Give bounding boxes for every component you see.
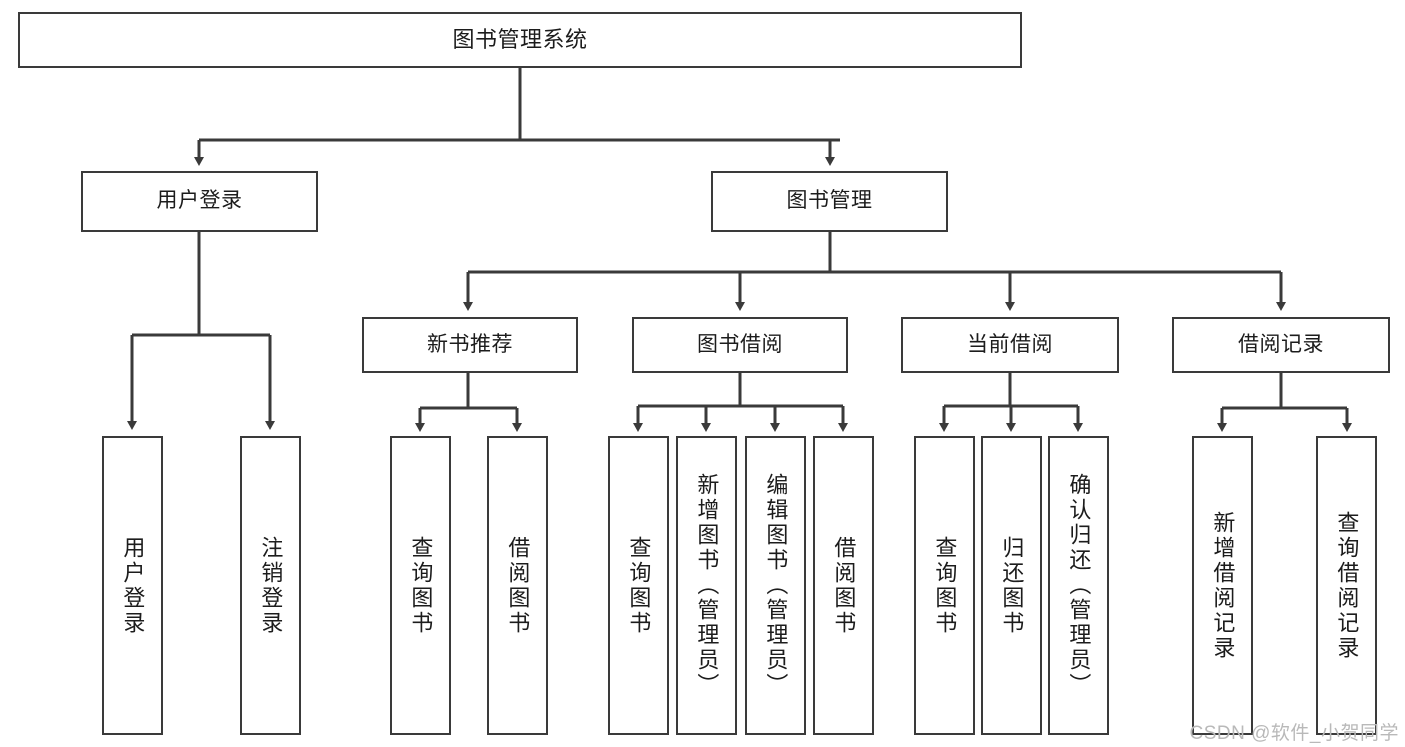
node-root-label: 图书管理系统 bbox=[452, 27, 588, 53]
node-root[interactable]: 图书管理系统 bbox=[18, 12, 1022, 68]
leaf-query-book-3-label: 查询图书 bbox=[932, 535, 958, 636]
leaf-borrow-book-2-label: 借阅图书 bbox=[831, 535, 857, 636]
leaf-query-record[interactable]: 查询借阅记录 bbox=[1316, 436, 1377, 735]
leaf-query-record-label: 查询借阅记录 bbox=[1334, 510, 1360, 661]
leaf-logout-login[interactable]: 注销登录 bbox=[240, 436, 301, 735]
leaf-add-record[interactable]: 新增借阅记录 bbox=[1192, 436, 1253, 735]
csdn-watermark: CSDN @软件_小贺同学 bbox=[1189, 723, 1399, 744]
leaf-borrow-book-2[interactable]: 借阅图书 bbox=[813, 436, 874, 735]
leaf-logout-login-label: 注销登录 bbox=[258, 535, 284, 636]
leaf-query-book-2[interactable]: 查询图书 bbox=[608, 436, 669, 735]
node-user-login-label: 用户登录 bbox=[156, 189, 243, 213]
node-book-manage[interactable]: 图书管理 bbox=[711, 171, 948, 232]
leaf-add-book[interactable]: 新增图书（管理员） bbox=[676, 436, 737, 735]
leaf-return-book[interactable]: 归还图书 bbox=[981, 436, 1042, 735]
node-book-borrow-label: 图书借阅 bbox=[697, 332, 783, 356]
leaf-confirm-return-label: 确认归还（管理员） bbox=[1066, 473, 1092, 698]
node-user-login[interactable]: 用户登录 bbox=[81, 171, 318, 232]
leaf-query-book-1[interactable]: 查询图书 bbox=[390, 436, 451, 735]
leaf-user-login[interactable]: 用户登录 bbox=[102, 436, 163, 735]
leaf-edit-book[interactable]: 编辑图书（管理员） bbox=[745, 436, 806, 735]
leaf-confirm-return[interactable]: 确认归还（管理员） bbox=[1048, 436, 1109, 735]
node-new-book-recommend[interactable]: 新书推荐 bbox=[362, 317, 578, 373]
node-new-book-recommend-label: 新书推荐 bbox=[427, 332, 513, 356]
leaf-query-book-2-label: 查询图书 bbox=[626, 535, 652, 636]
node-current-borrow[interactable]: 当前借阅 bbox=[901, 317, 1119, 373]
leaf-query-book-3[interactable]: 查询图书 bbox=[914, 436, 975, 735]
leaf-user-login-label: 用户登录 bbox=[120, 535, 146, 636]
leaf-borrow-book-1-label: 借阅图书 bbox=[505, 535, 531, 636]
node-book-borrow[interactable]: 图书借阅 bbox=[632, 317, 848, 373]
node-borrow-record[interactable]: 借阅记录 bbox=[1172, 317, 1390, 373]
leaf-borrow-book-1[interactable]: 借阅图书 bbox=[487, 436, 548, 735]
node-borrow-record-label: 借阅记录 bbox=[1238, 332, 1324, 356]
leaf-add-record-label: 新增借阅记录 bbox=[1210, 510, 1236, 661]
leaf-query-book-1-label: 查询图书 bbox=[408, 535, 434, 636]
node-current-borrow-label: 当前借阅 bbox=[967, 332, 1053, 356]
leaf-add-book-label: 新增图书（管理员） bbox=[694, 473, 720, 698]
node-book-manage-label: 图书管理 bbox=[786, 189, 873, 213]
leaf-return-book-label: 归还图书 bbox=[999, 535, 1025, 636]
leaf-edit-book-label: 编辑图书（管理员） bbox=[763, 473, 789, 698]
